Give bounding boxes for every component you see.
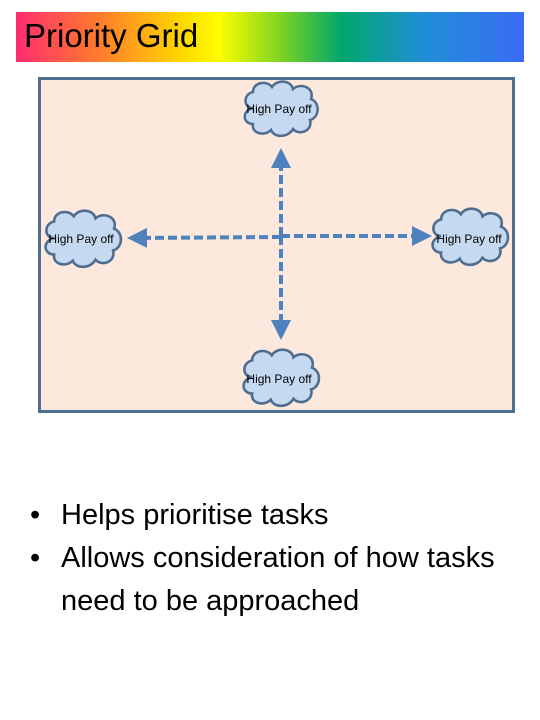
cloud-top: High Pay off [243,80,320,138]
bullet-item: Helps prioritise tasks [30,494,510,537]
cloud-top-label: High Pay off [246,102,312,116]
cloud-left: High Pay off [44,209,123,269]
bullet-list: Helps prioritise tasks Allows considerat… [30,494,510,623]
cloud-left-label: High Pay off [48,232,114,246]
cloud-bottom-label: High Pay off [246,372,312,386]
bullet-item: Allows consideration of how tasks need t… [30,537,510,623]
arrow-left [127,227,282,248]
cloud-bottom: High Pay off [242,348,321,408]
page-title: Priority Grid [24,17,199,54]
cloud-right-label: High Pay off [436,232,502,246]
cloud-right: High Pay off [431,207,510,267]
title-banner: Priority Grid [16,12,524,62]
